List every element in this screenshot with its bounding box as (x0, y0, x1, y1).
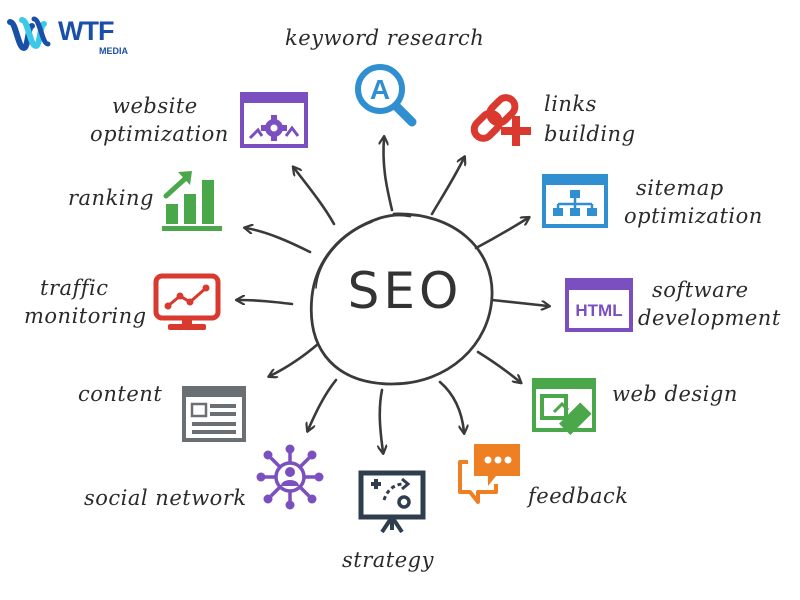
label-sitemap-line1: sitemap (636, 176, 724, 200)
design-window-pen-icon (532, 378, 596, 435)
label-content: content (78, 382, 163, 406)
label-social-network: social network (84, 486, 247, 510)
label-keyword-research: keyword research (285, 26, 485, 50)
svg-text:HTML: HTML (575, 301, 622, 320)
network-people-icon (256, 444, 324, 510)
arrow-keyword-research (383, 138, 394, 212)
wtf-media-logo: WTF MEDIA (6, 14, 146, 58)
strategy-board-icon (358, 470, 426, 534)
seo-circle (309, 212, 494, 386)
logo-wave-icon (7, 16, 51, 52)
chat-bubbles-icon (458, 444, 520, 504)
label-software-line1: software (652, 278, 749, 302)
label-web-design: web design (612, 382, 738, 406)
sitemap-window-icon (542, 174, 608, 228)
logo-subtitle: MEDIA (99, 46, 128, 56)
label-sitemap-line2: optimization (624, 204, 763, 228)
label-links-building-line1: links (544, 92, 597, 116)
center-seo-label: SEO (347, 262, 463, 320)
arrow-website-optimization (294, 168, 336, 226)
label-links-building-line2: building (544, 122, 636, 146)
arrow-software (490, 298, 548, 306)
label-strategy: strategy (342, 548, 434, 572)
label-website-optimization-line1: website (112, 94, 198, 118)
label-website-optimization-line2: optimization (90, 122, 229, 146)
label-traffic-line2: monitoring (24, 304, 147, 328)
arrow-content (270, 342, 320, 376)
monitor-chart-icon (153, 273, 221, 330)
label-ranking: ranking (68, 186, 154, 210)
bar-chart-arrow-icon (162, 171, 222, 231)
arrow-web-design (476, 350, 520, 382)
logo-wordmark: WTF (58, 16, 114, 46)
magnifier-letter-a-icon: A (355, 64, 417, 127)
chain-link-plus-icon (470, 94, 531, 146)
label-feedback: feedback (528, 484, 629, 508)
arrow-ranking (246, 228, 312, 254)
content-window-icon (182, 386, 246, 442)
arrow-strategy (380, 388, 383, 452)
label-software-line2: development (638, 306, 781, 330)
arrow-feedback (438, 380, 464, 432)
label-traffic-line1: traffic (40, 276, 109, 300)
arrow-links-building (430, 158, 464, 216)
window-gear-icon (240, 92, 308, 148)
html-window-icon: HTML (565, 278, 633, 332)
svg-text:A: A (370, 74, 390, 105)
arrow-traffic (238, 300, 294, 306)
arrow-sitemap (474, 218, 528, 250)
arrow-social-network (308, 378, 338, 430)
